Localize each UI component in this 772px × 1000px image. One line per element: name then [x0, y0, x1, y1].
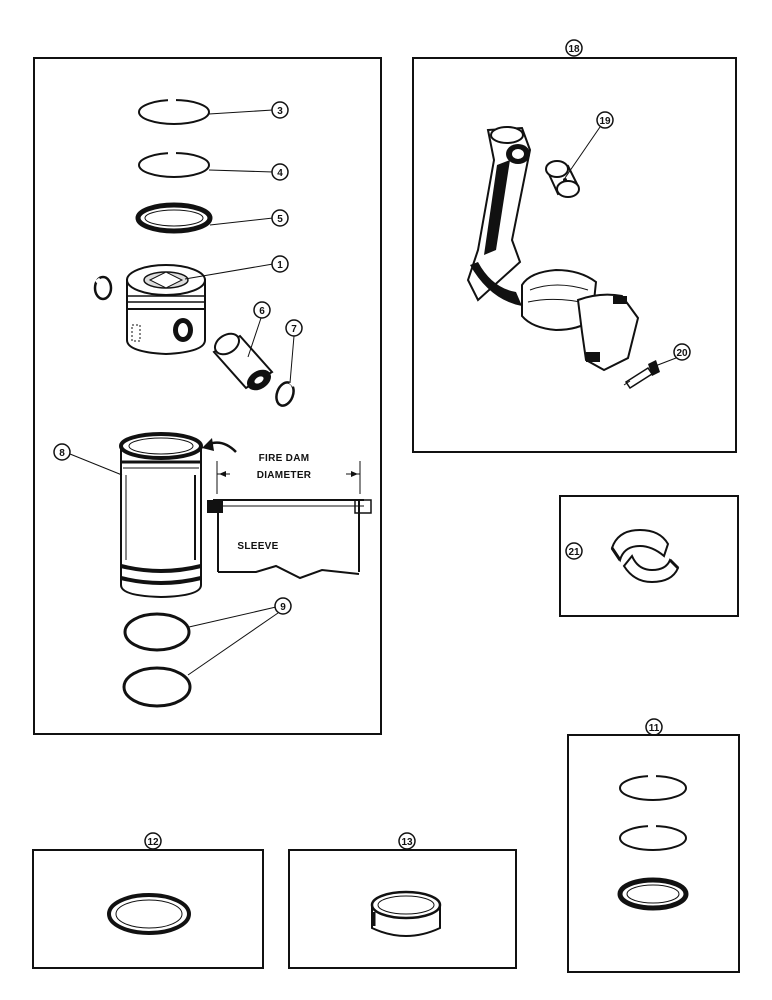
callout-21-number: 21 — [568, 547, 580, 558]
piston-ring-5 — [135, 202, 213, 234]
sleeve-cross-section — [207, 461, 372, 580]
leader-6 — [247, 317, 262, 358]
callout-12: 12 — [144, 832, 162, 850]
callout-9: 9 — [274, 597, 292, 615]
piston-ring-3 — [138, 98, 210, 125]
callout-3: 3 — [271, 101, 289, 119]
ring-set-oil — [617, 877, 689, 911]
callout-11: 11 — [645, 718, 663, 736]
callout-5: 5 — [271, 209, 289, 227]
callout-12-number: 12 — [147, 837, 159, 848]
piston — [126, 264, 206, 356]
leader-20 — [649, 357, 677, 369]
sleeve-label: SLEEVE — [237, 541, 278, 552]
seal-ring-12 — [107, 893, 191, 935]
callout-19-number: 19 — [599, 116, 611, 127]
o-ring-lower — [122, 666, 192, 708]
ring-panel-12 — [32, 849, 264, 969]
leader-9b — [187, 612, 279, 676]
fire-dam-label-line1: FIRE DAM — [259, 453, 310, 464]
callout-3-number: 3 — [277, 106, 283, 117]
fire-dam-arrowhead — [202, 438, 214, 451]
callout-21: 21 — [565, 542, 583, 560]
cylinder-sleeve — [119, 432, 203, 599]
bearing-panel — [559, 495, 739, 617]
snap-ring-left — [93, 275, 113, 301]
callout-13-number: 13 — [401, 837, 413, 848]
callout-18: 18 — [565, 39, 583, 57]
callout-19: 19 — [596, 111, 614, 129]
callout-20-number: 20 — [676, 348, 688, 359]
leader-8 — [69, 453, 123, 476]
leader-7 — [289, 335, 295, 384]
callout-1-number: 1 — [277, 260, 283, 271]
callout-4: 4 — [271, 163, 289, 181]
o-ring-upper — [123, 612, 191, 652]
callout-7-number: 7 — [291, 324, 297, 335]
callout-8: 8 — [53, 443, 71, 461]
callout-5-number: 5 — [277, 214, 283, 225]
connecting-rod — [466, 126, 532, 306]
ring-set-panel — [567, 734, 740, 973]
leader-1 — [184, 263, 274, 280]
band-13 — [370, 890, 442, 937]
bushing-19 — [545, 160, 580, 198]
callout-7: 7 — [285, 319, 303, 337]
ring-set-top — [619, 774, 687, 801]
callout-6: 6 — [253, 301, 271, 319]
callout-4-number: 4 — [277, 168, 283, 179]
rod-bolt-20 — [623, 360, 660, 390]
callout-11-number: 11 — [649, 723, 660, 734]
leader-3 — [208, 109, 274, 115]
leader-5 — [209, 217, 274, 226]
callout-18-number: 18 — [568, 44, 580, 55]
leader-4 — [208, 169, 274, 173]
callout-1: 1 — [271, 255, 289, 273]
piston-pin — [212, 332, 274, 391]
ring-panel-13 — [288, 849, 517, 969]
ring-set-middle — [619, 824, 687, 851]
fire-dam-label-line2: DIAMETER — [257, 470, 312, 481]
callout-13: 13 — [398, 832, 416, 850]
rod-cap — [576, 293, 640, 372]
callout-20: 20 — [673, 343, 691, 361]
callout-8-number: 8 — [59, 448, 65, 459]
callout-6-number: 6 — [259, 306, 265, 317]
leader-9a — [188, 606, 277, 628]
main-bearing-shells — [610, 528, 680, 584]
piston-ring-4 — [138, 151, 210, 178]
callout-9-number: 9 — [280, 602, 286, 613]
leader-19 — [564, 126, 601, 179]
piston-sleeve-panel — [33, 57, 382, 735]
connecting-rod-panel — [412, 57, 737, 453]
snap-ring-7 — [275, 380, 296, 407]
